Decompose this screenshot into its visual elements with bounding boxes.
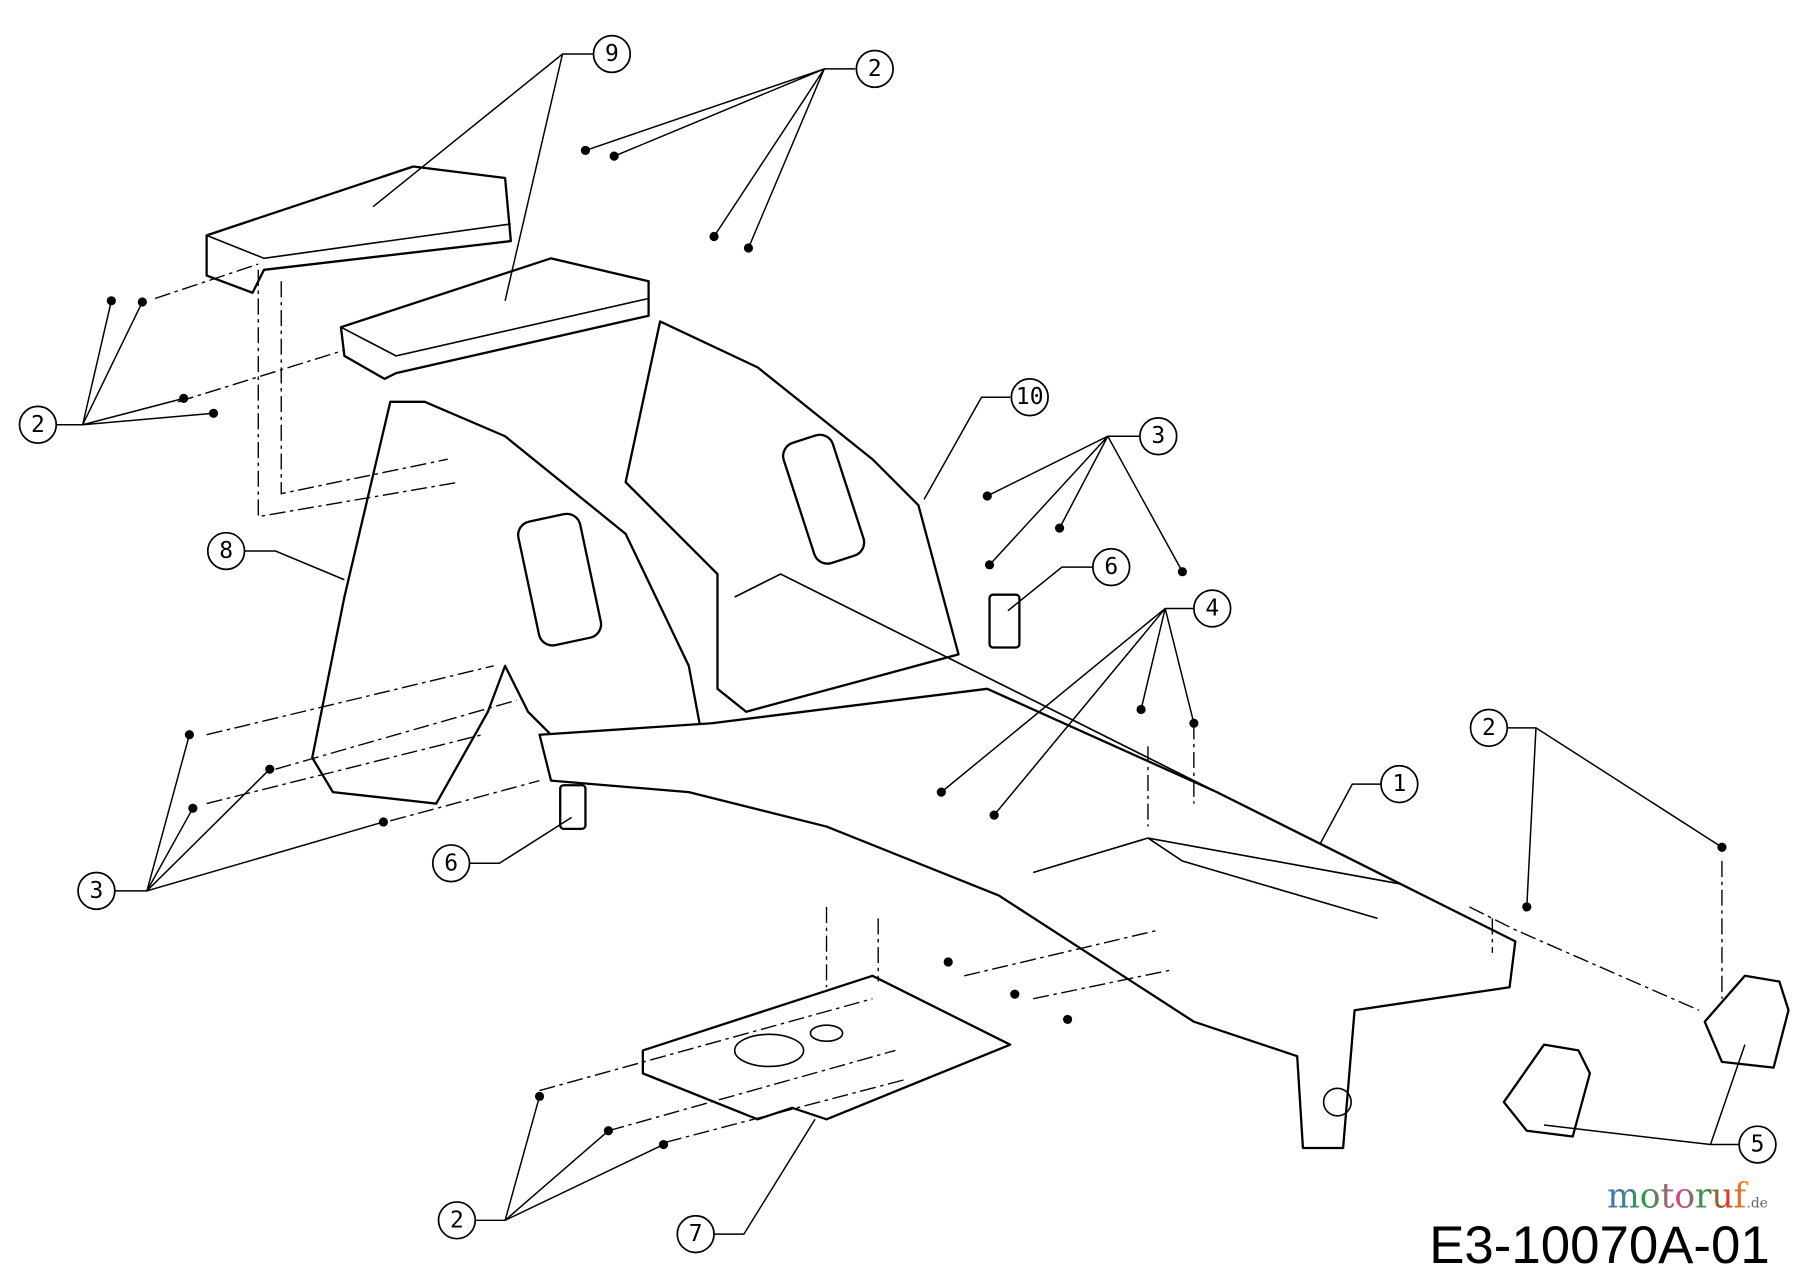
svg-text:7: 7 xyxy=(689,1221,703,1247)
callout: 2 xyxy=(437,1201,477,1240)
svg-text:2: 2 xyxy=(868,56,882,82)
svg-text:2: 2 xyxy=(31,412,45,438)
bracket-5-right xyxy=(1703,974,1790,1069)
side-panel-10 xyxy=(624,320,960,713)
callout: 1 xyxy=(1380,764,1419,804)
callout: 2 xyxy=(855,49,894,89)
clip-6-right xyxy=(988,593,1021,649)
svg-text:3: 3 xyxy=(1151,423,1165,449)
callout: 8 xyxy=(206,531,246,571)
svg-text:3: 3 xyxy=(90,878,104,904)
callout: 2 xyxy=(1469,708,1509,748)
svg-text:6: 6 xyxy=(1104,554,1118,580)
svg-text:2: 2 xyxy=(450,1207,464,1233)
callout: 7 xyxy=(676,1214,715,1254)
bracket-9-upper xyxy=(205,165,512,294)
svg-text:5: 5 xyxy=(1751,1132,1765,1158)
callout: 9 xyxy=(592,34,632,74)
callout: 3 xyxy=(1139,417,1178,456)
main-frame-1 xyxy=(538,573,1517,1150)
svg-text:9: 9 xyxy=(605,41,619,67)
watermark-text: motoruf xyxy=(1607,1177,1749,1217)
svg-text:8: 8 xyxy=(219,538,233,564)
callout: 3 xyxy=(77,871,116,911)
svg-text:6: 6 xyxy=(444,850,458,876)
bracket-5-left xyxy=(1502,1043,1592,1138)
callout: 6 xyxy=(431,844,471,883)
watermark-logo: motoruf.de xyxy=(1607,1177,1768,1217)
svg-text:2: 2 xyxy=(1482,715,1496,741)
callout: 4 xyxy=(1193,589,1232,628)
floor-plate-7 xyxy=(641,974,1012,1121)
callout: 2 xyxy=(18,405,58,445)
watermark-suffix: .de xyxy=(1746,1196,1767,1212)
drawing-code: E3-10070A-01 xyxy=(1429,1216,1769,1272)
svg-text:4: 4 xyxy=(1205,595,1219,621)
callout: 10 xyxy=(1010,377,1049,417)
svg-text:1: 1 xyxy=(1392,771,1406,797)
callout: 6 xyxy=(1091,547,1131,587)
callout: 5 xyxy=(1738,1125,1777,1164)
bracket-9-lower xyxy=(339,257,650,381)
clip-6-left xyxy=(559,784,587,831)
assembly-lines xyxy=(154,263,1723,1143)
svg-text:10: 10 xyxy=(1016,384,1044,410)
leader-lines xyxy=(55,53,1746,1235)
